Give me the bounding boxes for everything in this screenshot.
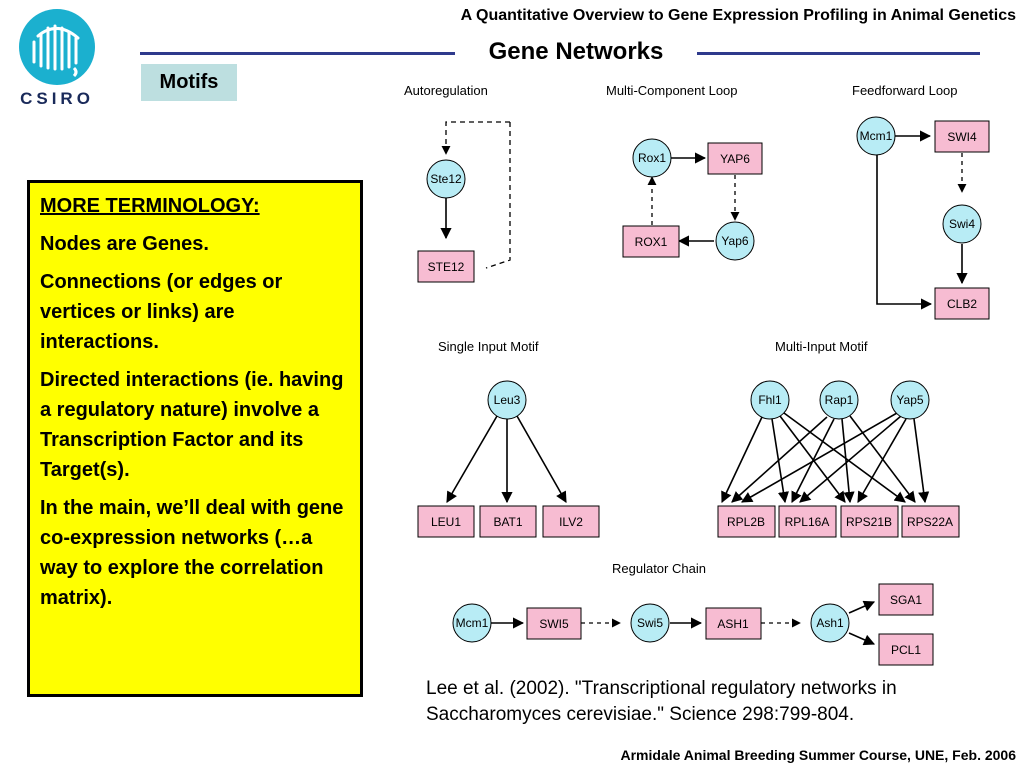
multi-input-motif-title: Multi-Input Motif (775, 339, 868, 354)
title-rule-right (697, 52, 980, 55)
terminology-item: Connections (or edges or vertices or lin… (40, 271, 283, 353)
course-title: A Quantitative Overview to Gene Expressi… (460, 7, 1016, 24)
autoregulation-feedback-arrow (441, 121, 510, 155)
autoregulation-title: Autoregulation (404, 83, 488, 98)
svg-text:STE12: STE12 (428, 260, 465, 274)
leu3-ilv2-edge (516, 415, 567, 503)
node-leu3: Leu3 (487, 380, 527, 420)
svg-text:ILV2: ILV2 (559, 515, 583, 529)
svg-text:Yap6: Yap6 (721, 234, 748, 248)
terminology-heading: MORE TERMINOLOGY: (40, 195, 260, 217)
node-rps21b-gene: RPS21B (840, 505, 899, 538)
svg-text:Yap5: Yap5 (896, 393, 923, 407)
svg-text:SWI4: SWI4 (947, 130, 977, 144)
svg-text:Ste12: Ste12 (430, 172, 462, 186)
svg-text:RPS22A: RPS22A (907, 515, 953, 529)
svg-text:Leu3: Leu3 (494, 393, 521, 407)
node-swi4: Swi4 (942, 204, 982, 244)
node-bat1-gene: BAT1 (479, 505, 537, 538)
ash1-pcl1-edge (848, 632, 876, 646)
title-rule-left (140, 52, 455, 55)
mcm1-clb2-edge (876, 155, 933, 310)
multi-input-edges (721, 412, 930, 504)
svg-text:Rox1: Rox1 (638, 151, 666, 165)
svg-text:RPS21B: RPS21B (846, 515, 892, 529)
node-rap1: Rap1 (819, 380, 859, 420)
svg-text:ROX1: ROX1 (635, 235, 668, 249)
svg-text:Swi4: Swi4 (949, 217, 975, 231)
multi-component-loop-title: Multi-Component Loop (606, 83, 738, 98)
node-rps22a-gene: RPS22A (901, 505, 960, 538)
terminology-item: Nodes are Genes. (40, 233, 209, 255)
svg-text:LEU1: LEU1 (431, 515, 461, 529)
svg-text:BAT1: BAT1 (493, 515, 522, 529)
svg-text:Swi5: Swi5 (637, 616, 663, 630)
csiro-logo-text: CSIRO (20, 89, 94, 108)
node-mcm1-chain: Mcm1 (452, 603, 492, 643)
csiro-logo-icon (19, 9, 95, 85)
node-yap6-gene: YAP6 (707, 142, 763, 175)
node-rox1-gene: ROX1 (622, 225, 680, 258)
node-rpl16a-gene: RPL16A (778, 505, 837, 538)
svg-text:Mcm1: Mcm1 (456, 616, 489, 630)
footer-text: Armidale Animal Breeding Summer Course, … (620, 747, 1017, 763)
motifs-tag: Motifs (141, 64, 237, 101)
section-title: Gene Networks (488, 38, 664, 65)
network-motifs-diagram: Autoregulation Ste12 STE12 Multi-Compone… (380, 70, 1020, 670)
node-ste12-gene: STE12 (417, 250, 475, 283)
svg-text:Rap1: Rap1 (825, 393, 854, 407)
ash1-sga1-edge (848, 600, 876, 614)
terminology-item: Directed interactions (ie. having a regu… (40, 369, 344, 481)
node-leu1-gene: LEU1 (417, 505, 475, 538)
svg-text:Ash1: Ash1 (816, 616, 844, 630)
node-ash1: Ash1 (810, 603, 850, 643)
svg-text:PCL1: PCL1 (891, 643, 921, 657)
node-swi5: Swi5 (630, 603, 670, 643)
node-sga1-gene: SGA1 (878, 583, 934, 616)
node-ilv2-gene: ILV2 (542, 505, 600, 538)
node-swi5-gene: SWI5 (526, 607, 582, 640)
svg-text:Fhl1: Fhl1 (758, 393, 782, 407)
svg-text:SGA1: SGA1 (890, 593, 922, 607)
leu3-leu1-edge (446, 415, 498, 503)
node-yap6: Yap6 (715, 221, 755, 261)
csiro-logo (14, 6, 100, 108)
node-clb2-gene: CLB2 (934, 287, 990, 320)
node-pcl1-gene: PCL1 (878, 633, 934, 666)
citation: Lee et al. (2002). "Transcriptional regu… (426, 678, 897, 725)
terminology-box: MORE TERMINOLOGY: Nodes are Genes. Conne… (27, 180, 363, 697)
svg-text:Mcm1: Mcm1 (860, 129, 893, 143)
svg-text:YAP6: YAP6 (720, 152, 750, 166)
svg-text:SWI5: SWI5 (539, 617, 569, 631)
node-rox1: Rox1 (632, 138, 672, 178)
feedforward-loop-title: Feedforward Loop (852, 83, 958, 98)
terminology-item: In the main, we’ll deal with gene co-exp… (40, 497, 344, 609)
node-swi4-gene: SWI4 (934, 120, 990, 153)
svg-text:RPL2B: RPL2B (727, 515, 765, 529)
autoregulation-feedback-edge (485, 122, 511, 269)
node-ste12: Ste12 (426, 159, 466, 199)
node-yap5: Yap5 (890, 380, 930, 420)
svg-text:RPL16A: RPL16A (785, 515, 830, 529)
svg-text:ASH1: ASH1 (717, 617, 749, 631)
node-mcm1: Mcm1 (856, 116, 896, 156)
node-rpl2b-gene: RPL2B (717, 505, 776, 538)
svg-text:CLB2: CLB2 (947, 297, 977, 311)
node-ash1-gene: ASH1 (705, 607, 762, 640)
node-fhl1: Fhl1 (750, 380, 790, 420)
single-input-motif-title: Single Input Motif (438, 339, 539, 354)
regulator-chain-title: Regulator Chain (612, 561, 706, 576)
